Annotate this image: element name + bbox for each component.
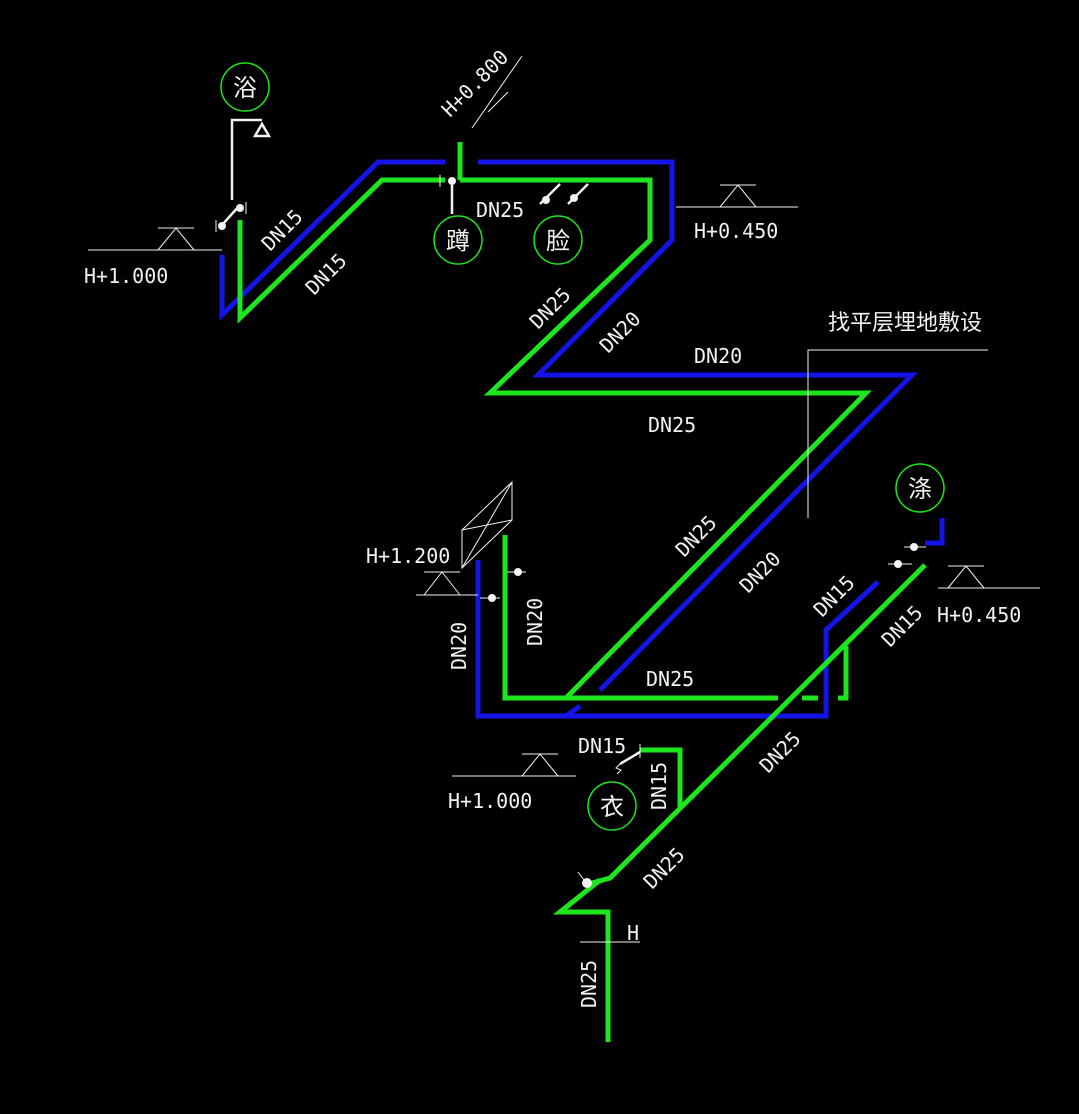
elevation-label: H+0.450 <box>694 219 778 243</box>
hot-pipe-diagonal-down <box>584 563 927 888</box>
elevation-leader <box>487 91 509 113</box>
washer-label: 衣 <box>600 793 624 821</box>
valve-tick <box>577 871 585 881</box>
pipe-size-label: DN20 <box>447 622 471 670</box>
pipe-size-label: DN25 <box>671 511 722 562</box>
note-leader <box>807 349 988 518</box>
elevation-label: H+1.000 <box>84 264 168 288</box>
mop-fixture-circle <box>895 463 945 513</box>
pipe-size-label: DN20 <box>523 598 547 646</box>
cold-pipe-upper <box>219 159 445 321</box>
elevation-label: H+0.800 <box>437 45 514 122</box>
water-heater-icon <box>461 481 513 569</box>
squat-label: 蹲 <box>446 227 470 255</box>
elevation-triangle-icon <box>719 184 757 208</box>
shower-riser <box>230 118 262 200</box>
elevation-label: H+1.200 <box>366 544 450 568</box>
cold-pipe-lower-loop <box>475 560 829 719</box>
pipe-size-label: DN20 <box>595 307 646 358</box>
pipe-size-label: DN15 <box>809 571 860 622</box>
elevation-label: H <box>627 921 639 945</box>
pipe-size-label: DN20 <box>735 547 786 598</box>
pipe-size-label: DN25 <box>646 667 694 691</box>
basin-valve-line <box>567 183 589 205</box>
valve-icon <box>542 196 550 204</box>
basin-label: 脸 <box>546 227 570 255</box>
pipe-size-label: DN25 <box>476 198 524 222</box>
pipe-size-label: DN25 <box>639 843 690 894</box>
pipe-size-label: DN15 <box>257 205 308 256</box>
elevation-triangle-icon <box>521 753 559 777</box>
cold-pipe-mop-tap <box>925 518 945 546</box>
pipe-size-label: DN25 <box>755 727 806 778</box>
elevation-leader <box>471 55 523 129</box>
cold-pipe-main <box>478 159 918 692</box>
washer-fixture-circle <box>587 781 637 831</box>
elevation-triangle-icon <box>157 227 195 251</box>
hot-pipe-main <box>460 177 872 700</box>
basin-fixture-circle <box>533 215 583 265</box>
washer-tap-line <box>619 750 641 766</box>
squat-valve-icon <box>448 177 456 185</box>
cold-pipe-stub <box>564 703 582 719</box>
inlet-valve-icon <box>582 878 592 888</box>
pipe-size-label: DN15 <box>301 249 352 300</box>
pipe-size-label: DN25 <box>577 960 601 1008</box>
fixture-symbols <box>220 62 945 831</box>
screed-note: 找平层埋地敷设 <box>828 311 982 336</box>
cold-pipe-mop-riser <box>823 580 880 650</box>
hot-pipe-washer <box>640 747 683 808</box>
squat-fixture-circle <box>433 215 483 265</box>
valve-icon <box>218 222 226 230</box>
pipe-size-label: DN15 <box>647 762 671 810</box>
pipe-size-label: DN25 <box>525 283 576 334</box>
hot-pipe-inlet <box>552 878 611 1042</box>
pipe-size-label: DN20 <box>694 344 742 368</box>
valve-icon <box>570 194 578 202</box>
mop-label: 涤 <box>908 475 932 503</box>
elevation-label: H+1.000 <box>448 789 532 813</box>
fixture-details <box>215 118 926 888</box>
fixture-labels: 浴 蹲 脸 涤 衣 <box>233 74 932 821</box>
elevation-label: H+0.450 <box>937 603 1021 627</box>
elevation-triangle-icon <box>423 571 461 596</box>
elevation-markers <box>88 55 1040 943</box>
bath-label: 浴 <box>233 74 257 102</box>
bath-fixture-circle <box>220 62 270 112</box>
hot-pipe-upper <box>237 177 445 324</box>
elevation-triangle-icon <box>947 565 985 589</box>
hot-pipe-stub-right <box>838 646 849 701</box>
hot-water-pipes <box>237 142 927 1042</box>
shower-head-icon <box>252 121 272 138</box>
cold-water-pipes <box>219 159 945 719</box>
washer-tap-icon <box>615 763 622 775</box>
hot-pipe-lower-loop <box>502 535 778 701</box>
valve-icon <box>236 204 244 212</box>
pipe-size-label: DN25 <box>648 413 696 437</box>
pipe-size-label: DN15 <box>578 734 626 758</box>
